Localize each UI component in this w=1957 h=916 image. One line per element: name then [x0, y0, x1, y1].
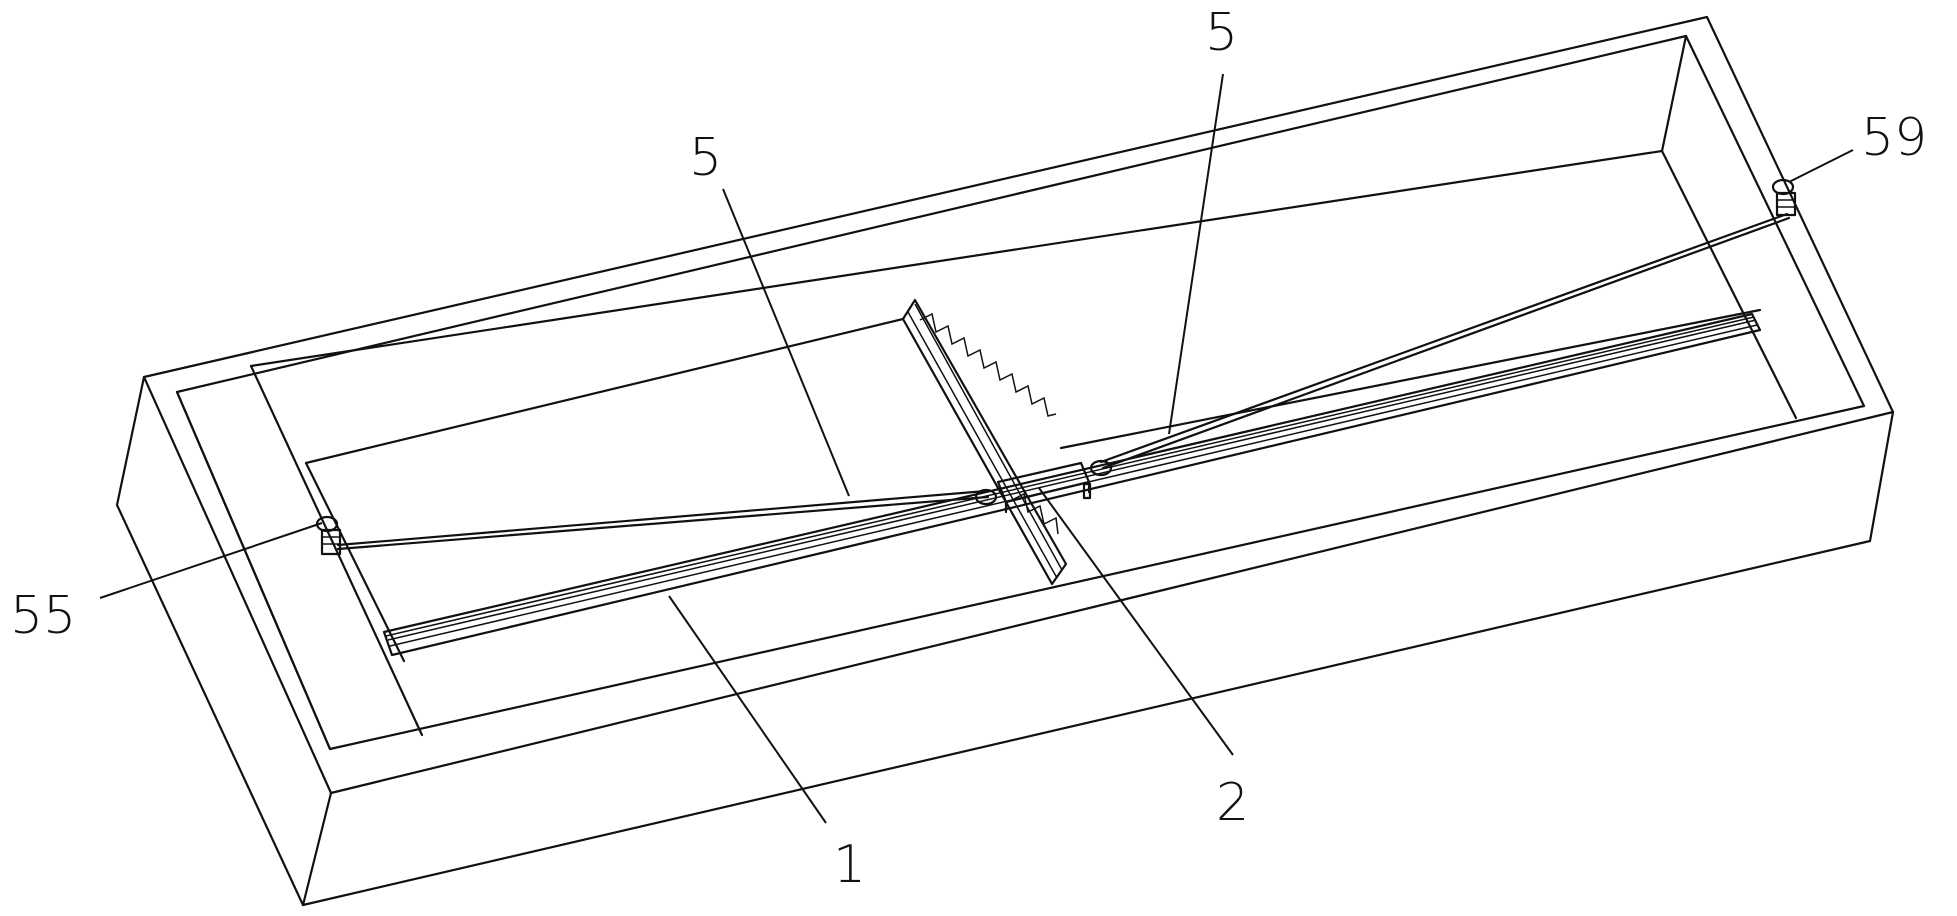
leader-lines [99, 73, 1854, 824]
callout-2: 2 [1216, 773, 1249, 833]
callout-5-right: 5 [1205, 3, 1238, 63]
callout-55: 55 [10, 586, 76, 646]
callout-1: 1 [833, 835, 866, 895]
base-plate [304, 308, 1762, 663]
right-pulley [1771, 178, 1797, 217]
wires [336, 212, 1791, 551]
serrated-cross-bar [901, 298, 1068, 586]
guide-rail [382, 312, 1762, 657]
callout-59: 59 [1861, 108, 1927, 168]
callouts: 5 5 59 55 2 1 [10, 3, 1927, 895]
tank [115, 15, 1895, 907]
callout-5-left: 5 [689, 128, 722, 188]
